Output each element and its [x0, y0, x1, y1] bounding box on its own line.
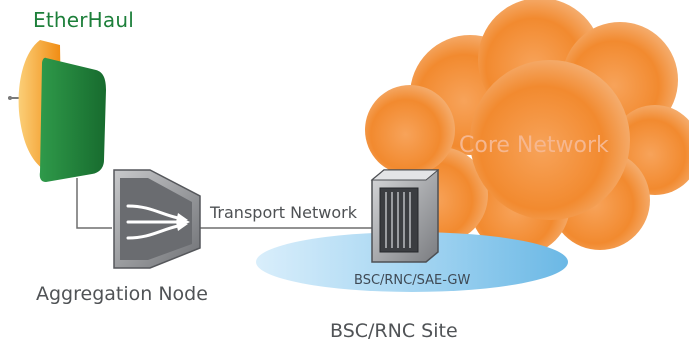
link-lines	[76, 178, 372, 229]
core-network-label: Core Network	[459, 133, 609, 158]
aggregation-node-label: Aggregation Node	[36, 283, 208, 305]
radio-dish-icon	[8, 40, 106, 182]
transport-network-label: Transport Network	[210, 203, 357, 222]
aggregation-node-icon	[113, 169, 201, 269]
gateway-label: BSC/RNC/SAE-GW	[354, 273, 471, 288]
site-label: BSC/RNC Site	[330, 320, 458, 342]
brand-label: EtherHaul	[33, 8, 135, 32]
gateway-server-icon	[370, 169, 440, 263]
